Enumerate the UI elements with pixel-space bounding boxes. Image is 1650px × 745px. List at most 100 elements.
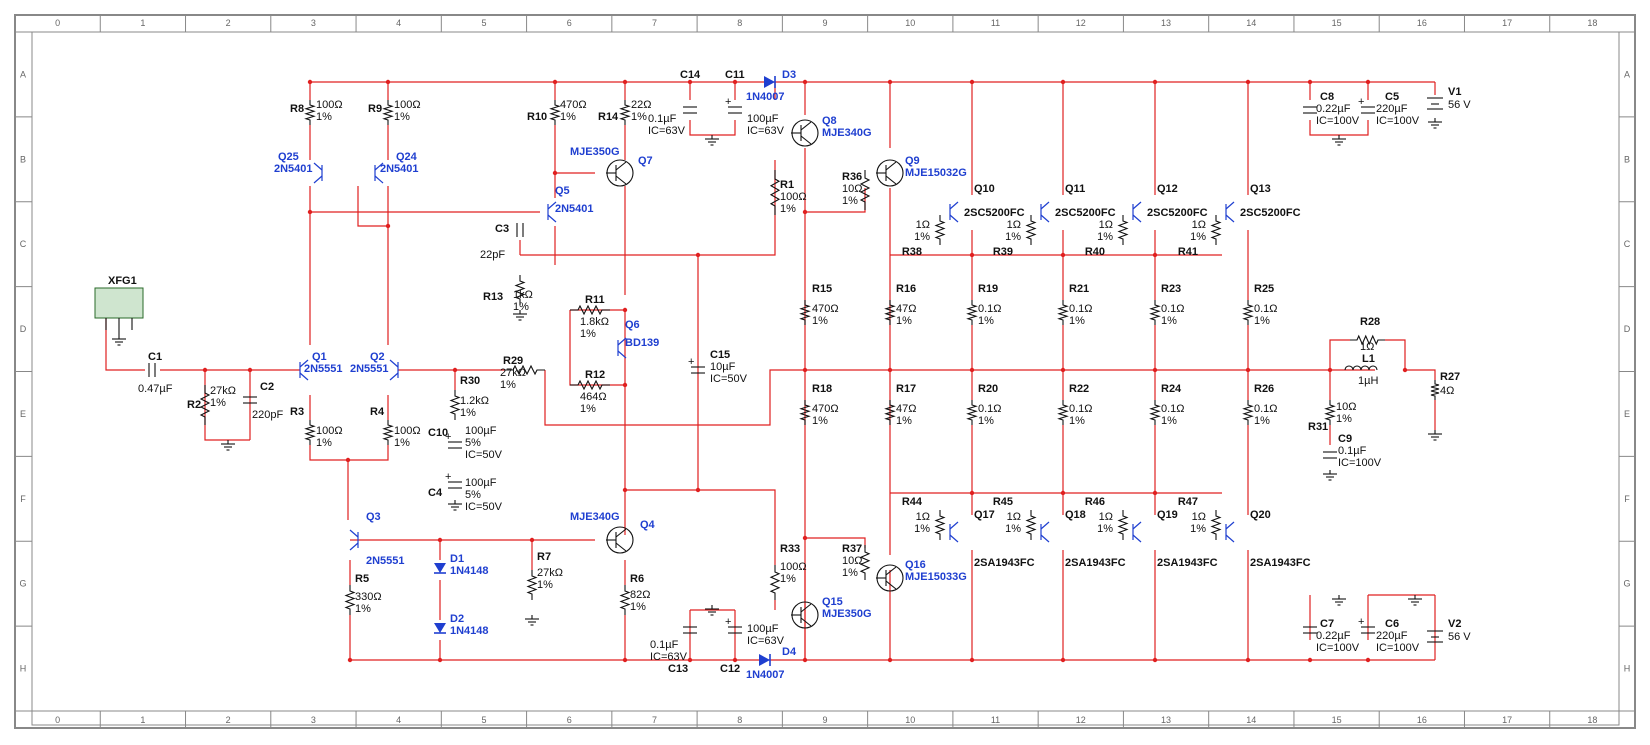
cap-polarity: + [725,616,731,628]
XFG1-ref: XFG1 [108,275,137,287]
C3-ref: C3 [495,223,509,235]
R8-ref: R8 [290,103,304,115]
transistor-collector [299,359,309,368]
Q15-transistor [791,601,819,629]
R10-resistor [549,100,561,125]
R13-tol: 1% [513,301,529,313]
Q18-part: 2SA1943FC [1065,557,1126,569]
junction-dot [1307,79,1313,85]
generator-body [94,287,144,319]
R10-tol: 1% [560,111,576,123]
R19-tol: 1% [978,315,994,327]
transistor-emitter [389,372,399,381]
transistor-emitter [1040,214,1050,223]
Q15-ref: Q15 [822,596,843,608]
junction-dot [695,252,701,258]
R9-resistor [382,100,394,125]
R12-tol: 1% [580,403,596,415]
junction-dot [1152,490,1158,496]
D3-diode [764,76,776,88]
Q16-transistor [876,564,904,592]
ruler-col-top: 7 [652,18,657,28]
R37-resistor [859,545,871,580]
inductor-coil [1344,365,1378,371]
C13-value: 0.1µF [650,639,679,651]
C10-extra: IC=50V [465,449,503,461]
transistor-collector [1040,201,1050,210]
ruler-col-bottom: 5 [481,715,486,725]
junction-dot [552,170,558,176]
C8-capacitor [1303,106,1317,114]
junction-dot [622,382,628,388]
base-resistor-bottom [1210,510,1222,540]
junction-dot [452,367,458,373]
Q4-ref: Q4 [640,519,656,531]
Q3-part: 2N5551 [366,555,405,567]
C12-value: 100µF [747,623,779,635]
ruler-col-bottom: 13 [1161,715,1171,725]
R29-tol: 1% [500,379,516,391]
R20-ref: R20 [978,383,998,395]
wire [689,120,736,136]
R44-value: 1Ω [916,511,930,523]
junction-dot [969,79,975,85]
junction-dot [1245,657,1251,663]
R7-resistor [526,570,538,600]
R33-resistor [769,565,781,600]
Q8-part: MJE340G [822,127,872,139]
ruler-row-right: E [1624,409,1630,419]
ruler-col-bottom: 9 [822,715,827,725]
D1-part: 1N4148 [450,565,489,577]
R4-tol: 1% [394,437,410,449]
R21-tol: 1% [1069,315,1085,327]
junction-dot [385,223,391,229]
ruler-col-bottom: 18 [1587,715,1597,725]
R13-resistor [514,275,526,305]
resistor-body [549,100,561,125]
R15-ref: R15 [812,283,832,295]
Q6-transistor [617,337,627,359]
junction-dot [1152,367,1158,373]
C3-capacitor [516,223,524,237]
R21-ref: R21 [1069,283,1089,295]
R40-tol: 1% [1097,231,1113,243]
cap-polarity: + [1358,96,1364,108]
Q20-ref: Q20 [1250,509,1271,521]
V2-ref: V2 [1448,618,1461,630]
transistor-collector [547,201,557,210]
cap-polarity: + [445,431,451,443]
R5-value: 330Ω [355,591,382,603]
Q18-ref: Q18 [1065,509,1086,521]
resistor-body [304,100,316,125]
transistor-collector [949,201,959,210]
junction-dot [802,367,808,373]
R36-ref: R36 [842,171,862,183]
C13-ref: C13 [668,663,688,675]
resistor-body [1025,510,1037,540]
transistor-collector [389,359,399,368]
R46-ref: R46 [1085,496,1105,508]
transistor-collector [885,566,897,576]
Q5-transistor [547,201,557,223]
ruler-row-left: D [20,324,27,334]
R27-resistor [1430,380,1440,400]
R47-ref: R47 [1178,496,1198,508]
C2-capacitor [243,396,257,404]
R46-value: 1Ω [1099,511,1113,523]
resistor-body [1430,380,1440,400]
base-resistor-top [1210,215,1222,245]
junction-dot [887,657,893,663]
Q1-part: 2N5551 [304,363,343,375]
C14-value: 0.1µF [648,113,677,125]
ruler-col-top: 1 [140,18,145,28]
R15-tol: 1% [812,315,828,327]
junction-dot [307,79,313,85]
junction-dot [345,457,351,463]
R8-value: 100Ω [316,99,343,111]
ruler-col-top: 8 [737,18,742,28]
R5-resistor [344,585,356,615]
Q6-ref: Q6 [625,319,640,331]
output-emitter-resistor-bottom [1149,400,1161,425]
C3-value: 22pF [480,249,505,261]
ruler-row-right: F [1624,494,1630,504]
